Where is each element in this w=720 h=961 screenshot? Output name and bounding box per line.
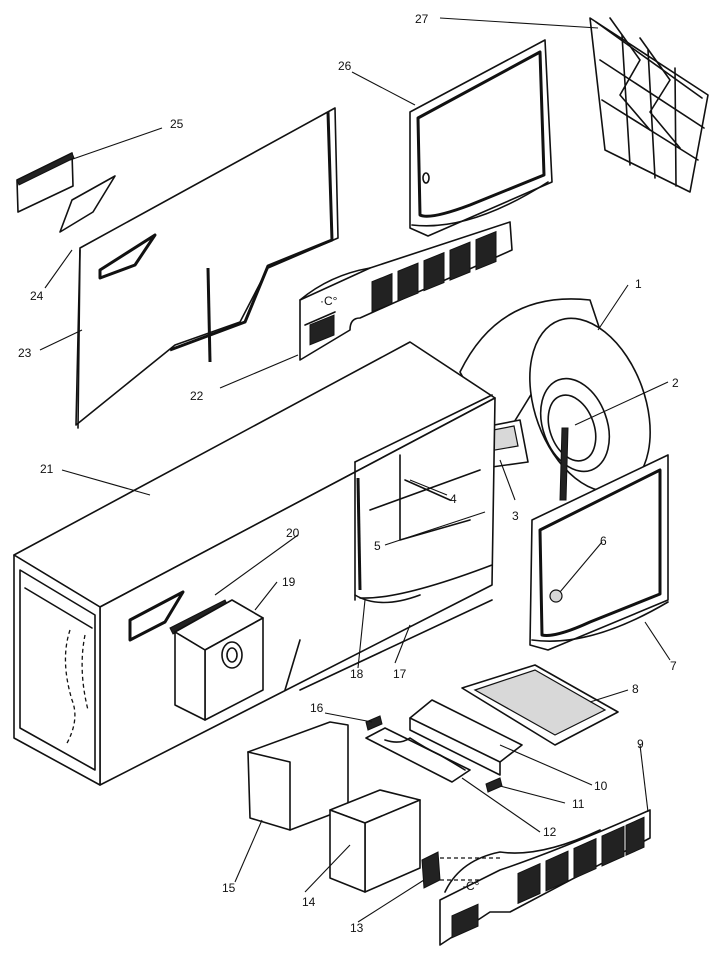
callout-12: 12 (543, 825, 557, 839)
callout-18: 18 (350, 667, 364, 681)
part-25-strip (16, 152, 75, 213)
part-9-lower-grille: ·C° (439, 809, 651, 946)
callout-9: 9 (637, 737, 644, 751)
part-22-front-grille: ·C° (299, 221, 513, 361)
callout-24: 24 (30, 289, 44, 303)
part-16-clip (365, 715, 383, 731)
callout-19: 19 (282, 575, 296, 589)
callout-23: 23 (18, 346, 32, 360)
part-4-partition (404, 479, 451, 501)
callout-labels: 27 26 25 24 23 22 1 2 3 4 5 21 6 7 8 9 2… (18, 12, 679, 935)
svg-text:·C°: ·C° (320, 294, 338, 308)
part-17-bottom-rail (299, 599, 493, 691)
callout-11: 11 (572, 797, 585, 811)
grille-louvers (309, 230, 497, 346)
part-8-tray (461, 664, 619, 746)
part-14-box (329, 789, 421, 893)
callout-15: 15 (222, 881, 236, 895)
part-6-knob (549, 589, 563, 603)
callout-20: 20 (286, 526, 300, 540)
part-2-bracket (559, 427, 569, 501)
part-5-divider (356, 477, 362, 591)
callout-7: 7 (670, 659, 677, 673)
svg-text:·C°: ·C° (462, 879, 480, 893)
part-24-gasket (59, 175, 116, 233)
callout-5: 5 (374, 539, 381, 553)
callout-13: 13 (350, 921, 364, 935)
callout-6: 6 (600, 534, 607, 548)
part-7-access-panel (529, 454, 669, 651)
callout-14: 14 (302, 895, 316, 909)
leader-lines (39, 17, 671, 923)
part-12-support-bar (365, 727, 471, 783)
part-11-clip (485, 777, 503, 793)
part-23-side-panel (75, 107, 339, 429)
callout-3: 3 (512, 509, 519, 523)
callout-26: 26 (338, 59, 352, 73)
callout-4: 4 (450, 492, 457, 506)
part-26-door-panel (409, 39, 553, 237)
callout-21: 21 (40, 462, 54, 476)
part-10-channel (409, 699, 523, 776)
callout-27: 27 (415, 12, 429, 26)
callout-1: 1 (635, 277, 642, 291)
callout-2: 2 (672, 376, 679, 390)
callout-10: 10 (594, 779, 608, 793)
callout-17: 17 (393, 667, 407, 681)
part-13-bracket (421, 851, 500, 889)
callout-25: 25 (170, 117, 184, 131)
part-15-panel (247, 721, 349, 831)
callout-22: 22 (190, 389, 204, 403)
part-18-seal (354, 594, 421, 604)
part-27-filter-grille (589, 17, 709, 193)
part-19-control-box (174, 599, 264, 721)
callout-8: 8 (632, 682, 639, 696)
part-1-blower-housing (459, 298, 651, 493)
callout-16: 16 (310, 701, 324, 715)
